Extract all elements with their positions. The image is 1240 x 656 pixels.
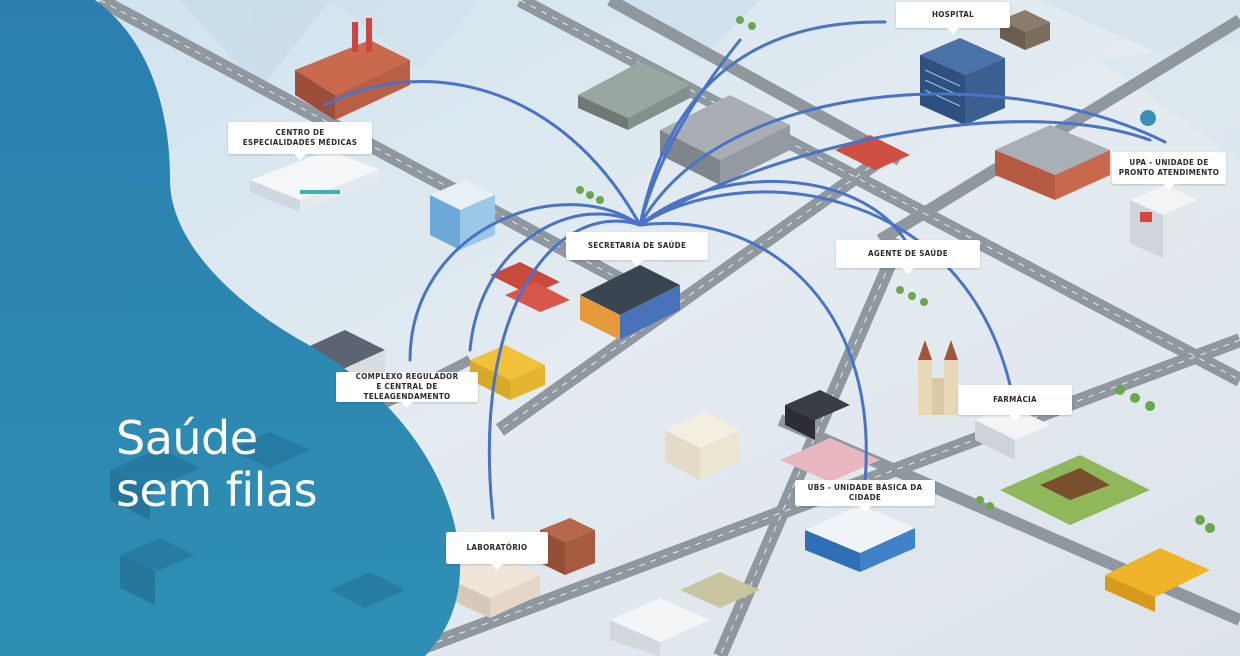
connection-arcs	[323, 20, 1167, 520]
page-title: Saúde sem filas	[116, 411, 318, 517]
background-facets	[180, 0, 1240, 160]
arc-upa	[638, 92, 1167, 227]
label-ubs-text: UBS - UNIDADE BÁSICA DA CIDADE	[807, 483, 923, 502]
title-line-2: sem filas	[116, 463, 318, 517]
arc-farmacia	[638, 190, 1012, 387]
arc-laboratorio	[487, 219, 642, 520]
arc-agente	[638, 180, 907, 242]
label-centro-line-2: ESPECIALIDADES MÉDICAS	[242, 138, 358, 147]
label-upa[interactable]: UPA - UNIDADE DE PRONTO ATENDIMENTO	[1112, 152, 1226, 190]
label-ubs[interactable]: UBS - UNIDADE BÁSICA DA CIDADE	[795, 480, 935, 512]
label-upa-line-2: PRONTO ATENDIMENTO	[1118, 168, 1220, 177]
arc-ubs	[638, 222, 868, 484]
arc-hospital	[638, 20, 887, 227]
arc-centro	[323, 80, 642, 227]
arc-hospital-2	[638, 38, 742, 227]
label-secretaria-text: SECRETARIA DE SAÚDE	[587, 241, 687, 250]
label-laboratorio[interactable]: LABORATÓRIO	[446, 532, 548, 570]
title-panel	[0, 0, 461, 656]
label-upa-line-1: UPA - UNIDADE DE	[1129, 158, 1209, 167]
arc-complexo	[408, 203, 642, 362]
buildings	[250, 10, 1215, 656]
label-secretaria[interactable]: SECRETARIA DE SAÚDE	[566, 232, 708, 266]
label-centro-line-1: CENTRO DE	[275, 128, 325, 137]
label-laboratorio-text: LABORATÓRIO	[466, 543, 528, 552]
label-centro-especialidades[interactable]: CENTRO DE ESPECIALIDADES MÉDICAS	[228, 122, 372, 160]
label-agente[interactable]: AGENTE DE SAÚDE	[836, 240, 980, 274]
label-farmacia-text: FARMÁCIA	[993, 395, 1037, 404]
label-complexo-line-2: E CENTRAL DE TELEAGENDAMENTO	[363, 382, 451, 401]
label-hospital-text: HOSPITAL	[931, 10, 975, 19]
label-complexo-line-1: COMPLEXO REGULADOR	[355, 372, 459, 381]
label-farmacia[interactable]: FARMÁCIA	[958, 385, 1072, 421]
label-complexo-regulador[interactable]: COMPLEXO REGULADOR E CENTRAL DE TELEAGEN…	[336, 372, 478, 408]
arc-complexo-2	[468, 212, 642, 352]
label-agente-text: AGENTE DE SAÚDE	[868, 249, 948, 258]
panel-city-silhouette	[110, 432, 405, 608]
label-hospital[interactable]: HOSPITAL	[896, 2, 1010, 34]
title-line-1: Saúde	[116, 411, 258, 465]
